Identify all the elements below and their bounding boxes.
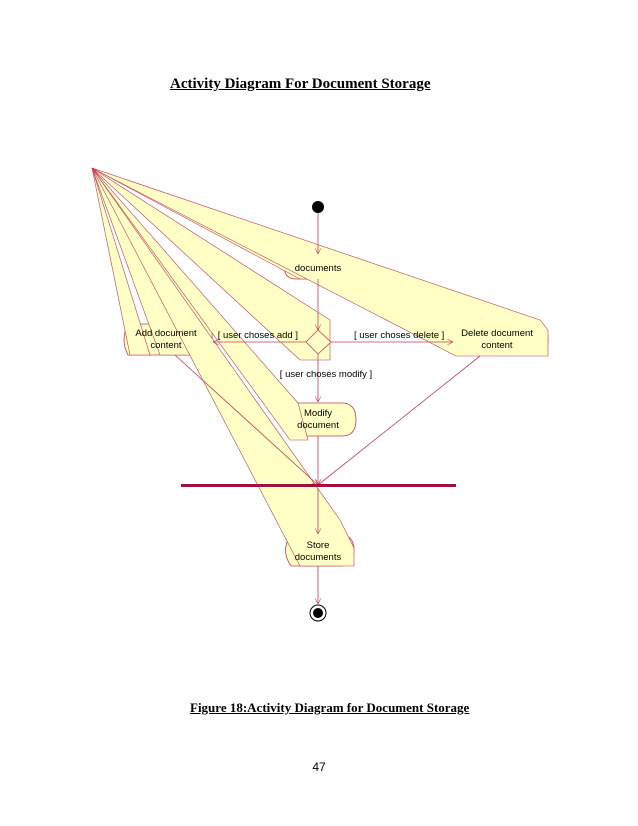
- activity-label-modify-line1: Modify: [304, 408, 332, 419]
- activity-label-delete-line2: content: [481, 340, 513, 351]
- activity-label-store-line2: documents: [295, 552, 342, 563]
- guard-delete: [ user choses delete ]: [354, 330, 444, 341]
- page-number: 47: [312, 760, 326, 774]
- initial-node: [312, 201, 324, 213]
- activity-label-add-line1: Add document: [135, 328, 197, 339]
- guard-add: [ user choses add ]: [218, 330, 298, 341]
- note-callouts: [91, 167, 549, 567]
- activity-label-store-line1: Store: [307, 540, 330, 551]
- activity-label-delete-line1: Delete document: [461, 328, 533, 339]
- synchronization-bar: [181, 484, 456, 487]
- guard-modify: [ user choses modify ]: [280, 369, 372, 380]
- figure-caption: Figure 18:Activity Diagram for Document …: [190, 700, 470, 715]
- activity-label-modify-line2: document: [297, 420, 339, 431]
- final-node-inner: [313, 608, 323, 618]
- activity-label-open-document: documents: [295, 263, 342, 274]
- activity-label-add-line2: content: [150, 340, 182, 351]
- decision-node: [305, 329, 332, 355]
- transitions: [174, 213, 481, 604]
- page-title: Activity Diagram For Document Storage: [170, 76, 431, 92]
